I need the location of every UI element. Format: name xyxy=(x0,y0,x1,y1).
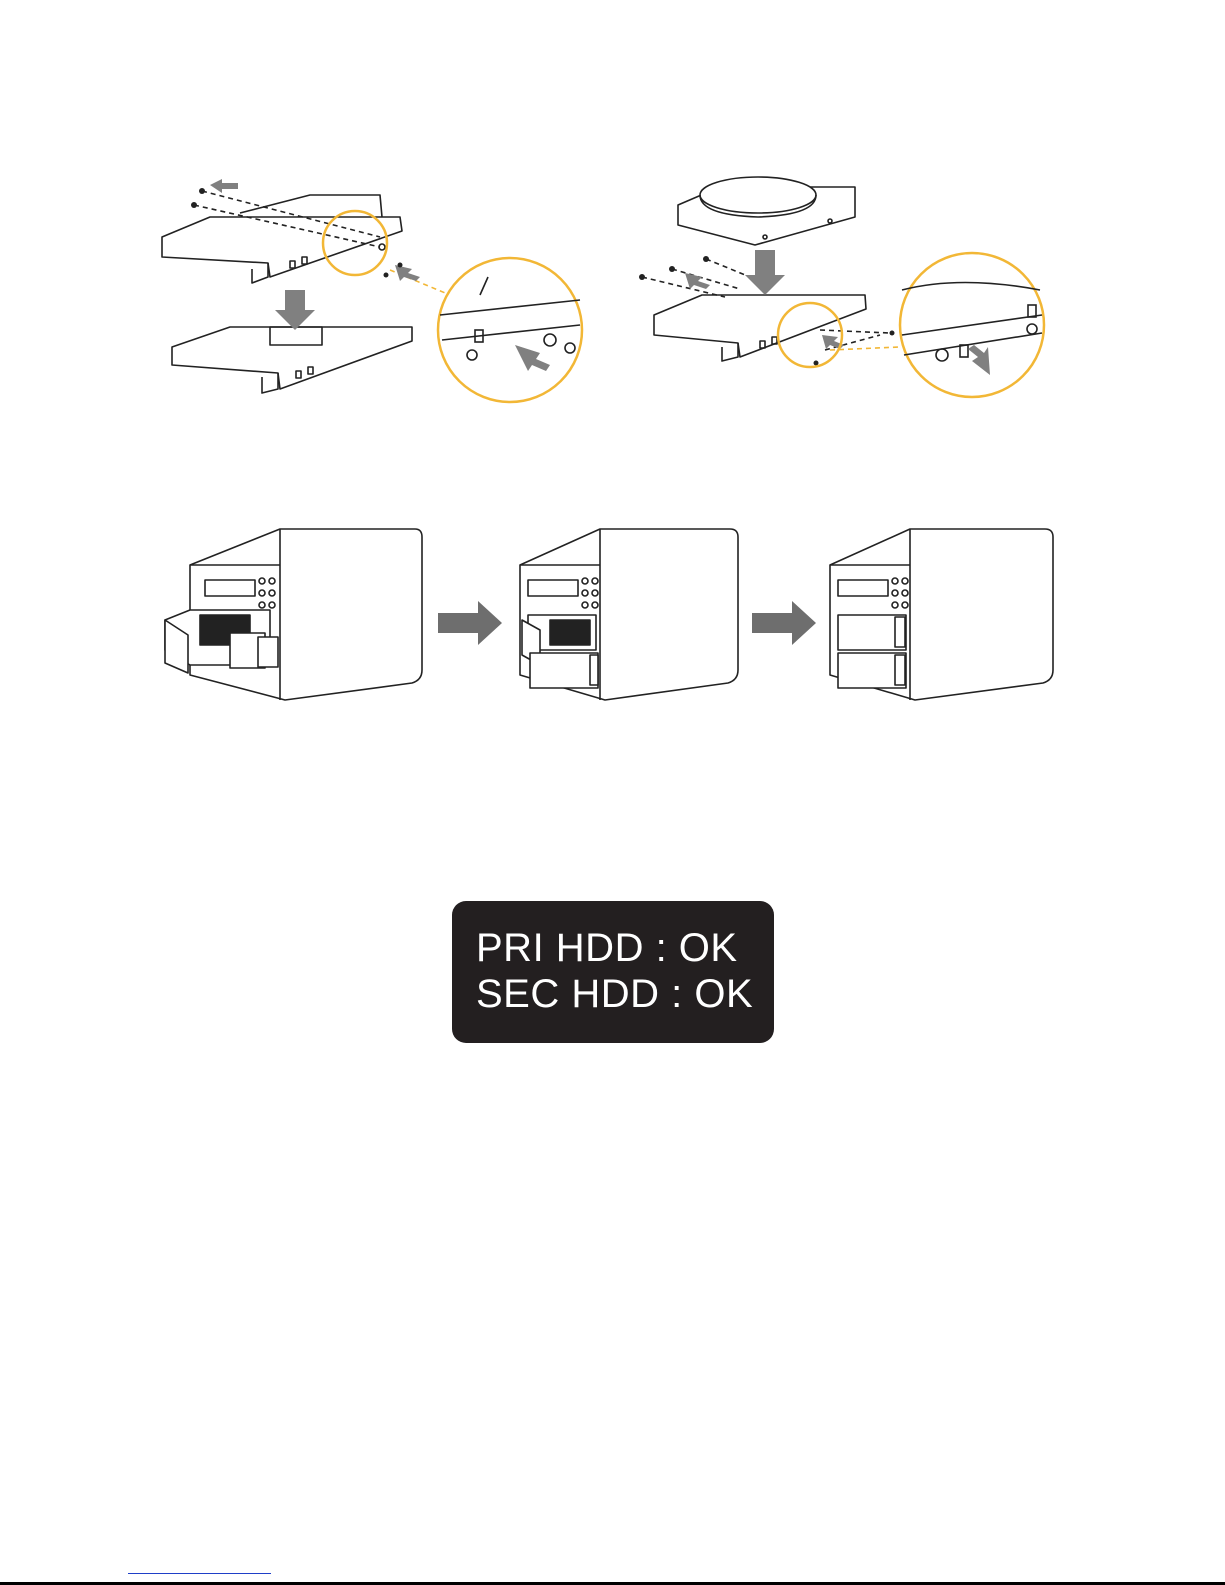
hdd-mount-figure xyxy=(630,165,1070,410)
secondary-hdd-status: SEC HDD : OK xyxy=(476,971,753,1017)
lcd-status-display: PRI HDD : OK SEC HDD : OK xyxy=(452,901,774,1043)
enclosure-insertion-sequence xyxy=(160,525,1065,705)
arrow-right-icon xyxy=(752,601,816,645)
footer-link-underline[interactable] xyxy=(128,1573,271,1574)
primary-hdd-status: PRI HDD : OK xyxy=(476,925,738,971)
tray-removal-figure xyxy=(150,165,590,410)
arrow-right-icon xyxy=(438,601,502,645)
